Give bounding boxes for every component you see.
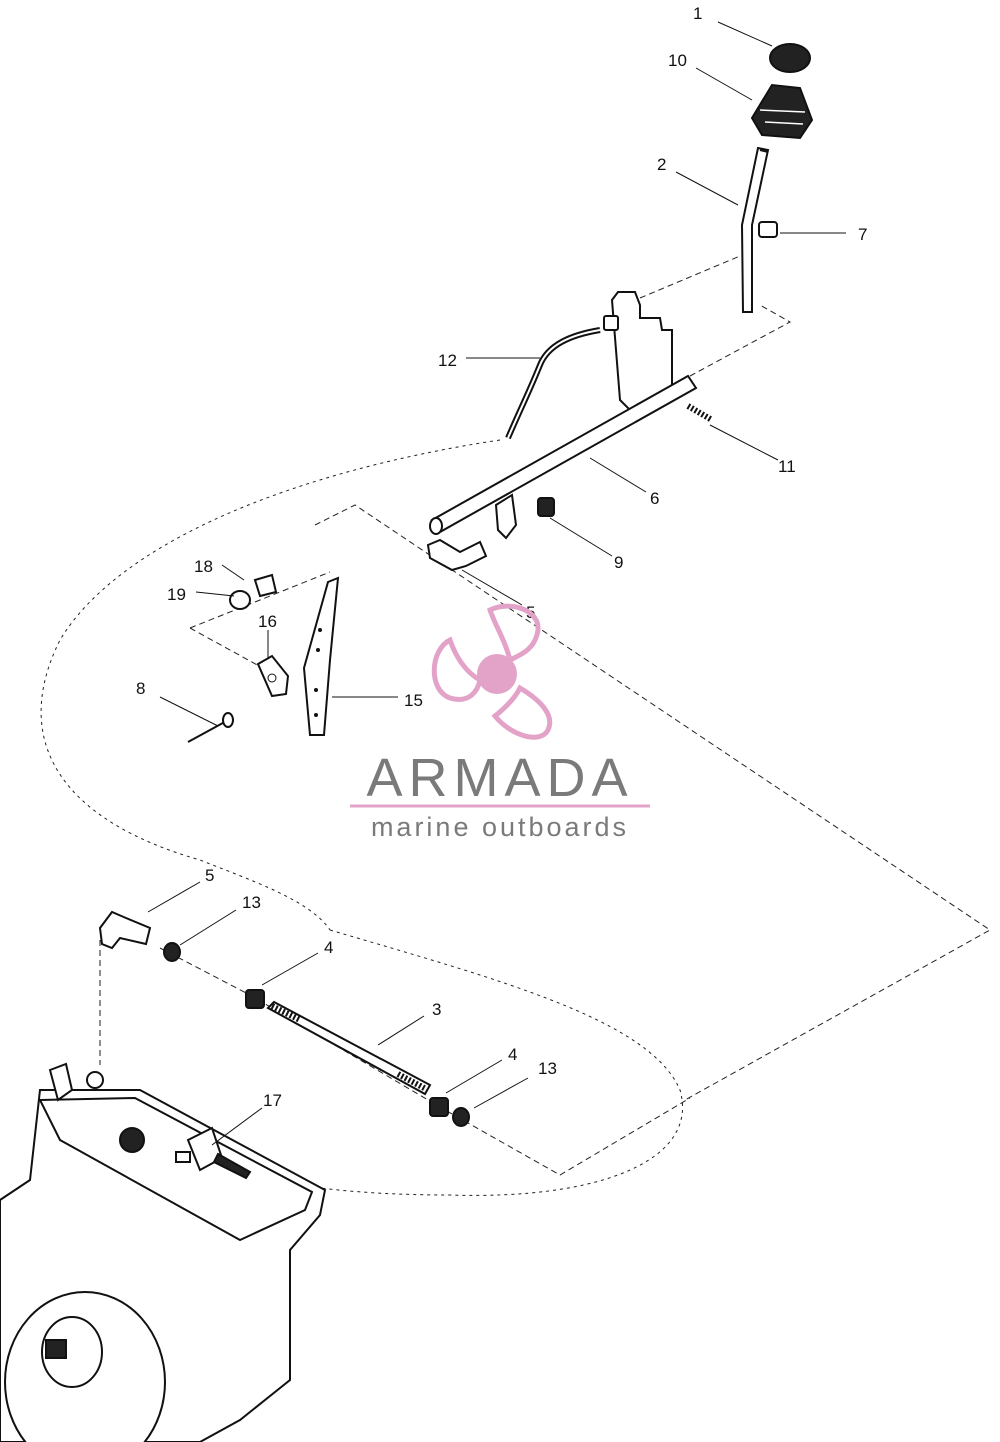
part-shift-shaft [429,291,698,540]
callout-8: 8 [136,679,145,698]
part-spring [686,403,714,423]
callout-3: 3 [432,1000,441,1019]
callout-17: 17 [263,1091,282,1110]
part-boot [750,83,814,140]
part-nut-9 [537,497,555,517]
callout-6: 6 [650,489,659,508]
part-bracket-15 [302,576,340,736]
part-cap [769,43,811,73]
propeller-icon [431,603,553,740]
callout-2: 2 [657,155,666,174]
callout-12: 12 [438,351,457,370]
part-nut-4a [245,989,265,1009]
callout-16: 16 [258,612,277,631]
part-elbow-lower [98,910,152,950]
leader-lines [147,21,846,1146]
callout-5-lower: 5 [205,866,214,885]
callout-9: 9 [614,553,623,572]
callout-15: 15 [404,691,423,710]
brand-name: ARMADA [366,748,633,808]
callout-13-lower: 13 [538,1059,557,1078]
part-nut-7 [758,221,778,238]
part-nut-4b [429,1097,449,1117]
callout-4-upper: 4 [324,938,333,957]
callout-4-lower: 4 [508,1045,517,1064]
callout-7: 7 [858,225,867,244]
part-washer-13a [163,942,181,962]
callout-10: 10 [668,51,687,70]
part-shift-lever [740,146,770,313]
part-engine-block [0,1062,327,1442]
callout-11: 11 [778,457,796,476]
part-clip-18 [253,573,278,598]
part-cable [505,327,601,440]
part-elbow-upper [426,538,488,572]
part-plate-16 [256,654,290,698]
callout-13-upper: 13 [242,893,261,912]
part-threaded-rod [266,1000,432,1096]
part-washer-13b [452,1107,470,1127]
part-pin-8 [187,712,234,743]
callout-19: 19 [167,585,186,604]
callout-18: 18 [194,557,213,576]
brand-tagline: marine outboards [371,812,629,842]
callout-1: 1 [693,4,702,23]
assembly-lines [40,255,991,1196]
part-bushing-19 [229,590,251,610]
brand-watermark: ARMADA marine outboards [350,603,650,842]
